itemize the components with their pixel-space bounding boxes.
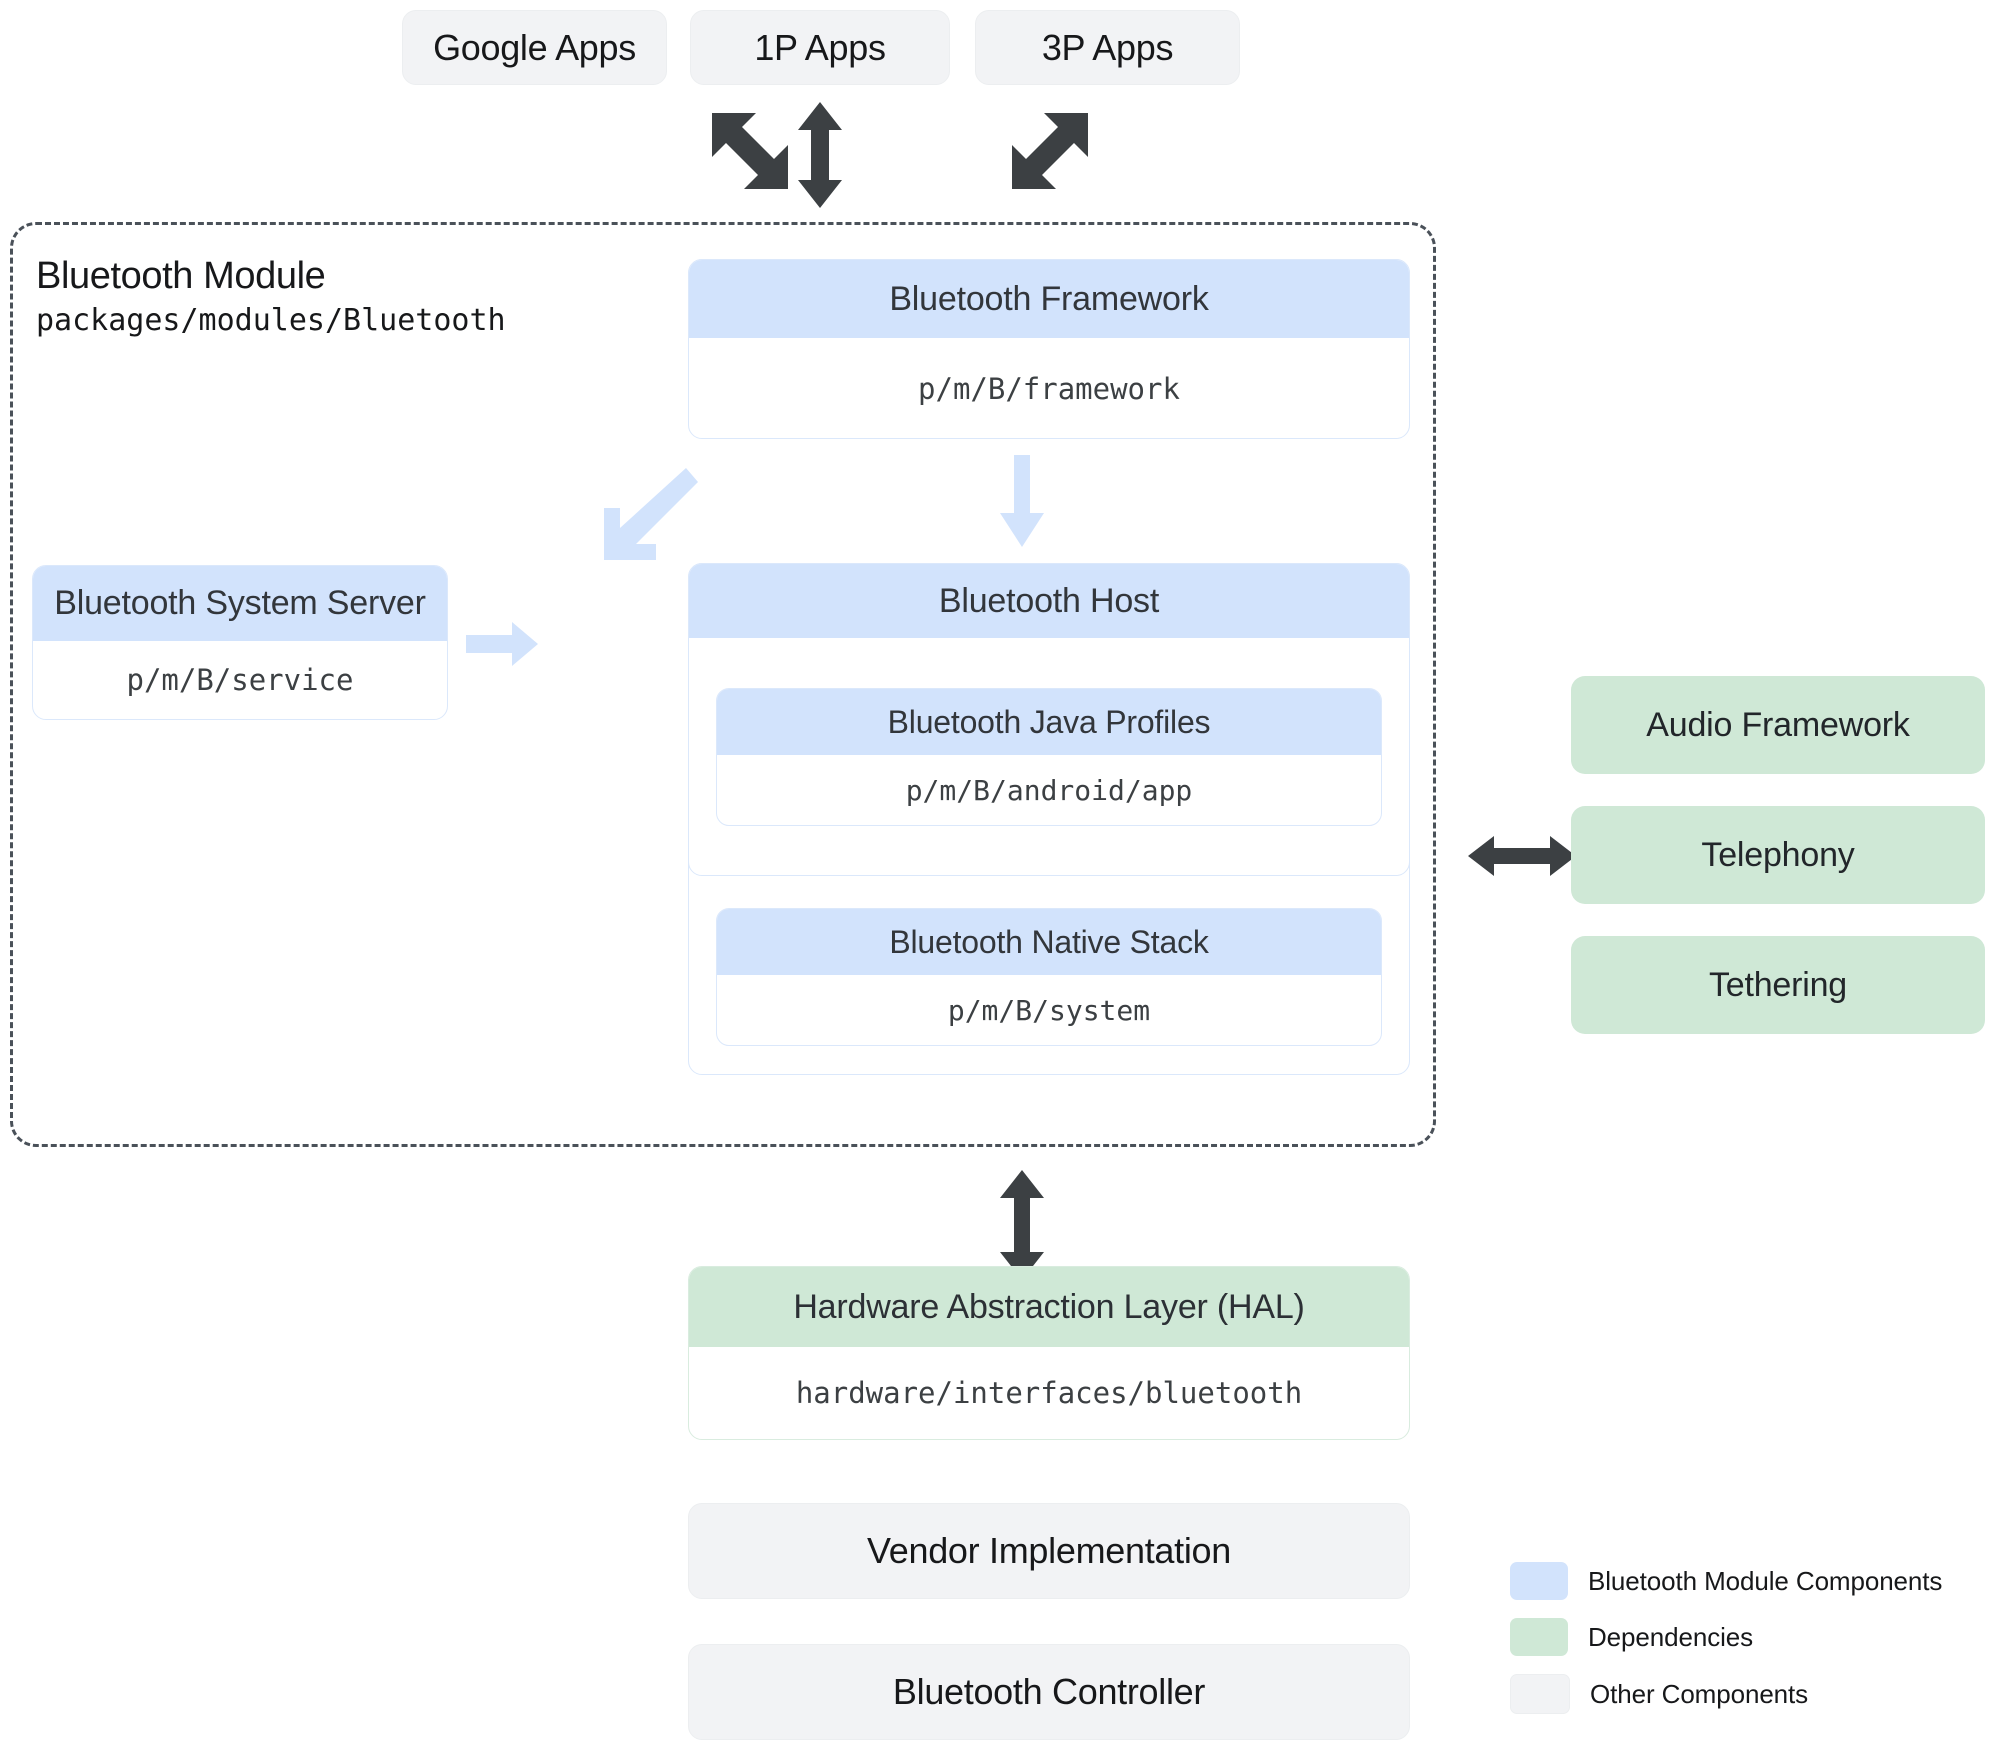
app-box-1p-apps[interactable]: 1P Apps	[690, 10, 950, 85]
arrow-module-to-hal	[1000, 1170, 1044, 1280]
dependency-box-tethering[interactable]: Tethering	[1571, 936, 1985, 1034]
module-title: Bluetooth Module	[36, 255, 326, 297]
module-path: packages/modules/Bluetooth	[36, 303, 506, 338]
card-hal[interactable]: Hardware Abstraction Layer (HAL) hardwar…	[688, 1266, 1410, 1440]
card-title: Bluetooth Java Profiles	[717, 689, 1381, 755]
box-bluetooth-controller[interactable]: Bluetooth Controller	[688, 1644, 1410, 1740]
card-title: Bluetooth Framework	[689, 260, 1409, 338]
box-label: Bluetooth Controller	[892, 1671, 1206, 1712]
arrow-3p-apps-to-framework	[1000, 105, 1140, 205]
arrow-system-server-to-host	[466, 620, 538, 668]
arrow-framework-to-host	[1000, 455, 1044, 547]
dependency-label: Tethering	[1708, 965, 1848, 1004]
legend-swatch-grey	[1510, 1674, 1570, 1714]
dependency-label: Audio Framework	[1646, 705, 1910, 744]
card-path: p/m/B/framework	[918, 371, 1180, 406]
legend-item-other-components: Other Components	[1510, 1674, 1970, 1714]
legend-label: Bluetooth Module Components	[1588, 1565, 1943, 1596]
card-title: Bluetooth Host	[689, 564, 1409, 638]
dependency-box-audio-framework[interactable]: Audio Framework	[1571, 676, 1985, 774]
card-title: Bluetooth System Server	[33, 566, 447, 641]
box-label: Vendor Implementation	[867, 1530, 1231, 1571]
app-box-label: 1P Apps	[754, 26, 886, 68]
app-box-google-apps[interactable]: Google Apps	[402, 10, 667, 85]
card-path: hardware/interfaces/bluetooth	[795, 1376, 1303, 1410]
dependency-label: Telephony	[1701, 835, 1855, 874]
dependency-box-telephony[interactable]: Telephony	[1571, 806, 1985, 904]
legend-swatch-blue	[1510, 1562, 1568, 1600]
box-vendor-implementation[interactable]: Vendor Implementation	[688, 1503, 1410, 1599]
card-bluetooth-native-stack[interactable]: Bluetooth Native Stack p/m/B/system	[716, 908, 1382, 1046]
app-box-3p-apps[interactable]: 3P Apps	[975, 10, 1240, 85]
card-path: p/m/B/android/app	[905, 773, 1193, 807]
arrow-host-to-dependencies	[1468, 830, 1576, 882]
legend-label: Other Components	[1590, 1678, 1809, 1709]
legend-item-module-components: Bluetooth Module Components	[1510, 1562, 1970, 1600]
app-box-label: Google Apps	[433, 26, 636, 68]
app-box-label: 3P Apps	[1041, 26, 1174, 68]
legend: Bluetooth Module Components Dependencies…	[1510, 1562, 1970, 1732]
card-bluetooth-java-profiles[interactable]: Bluetooth Java Profiles p/m/B/android/ap…	[716, 688, 1382, 826]
legend-label: Dependencies	[1588, 1621, 1754, 1652]
card-path: p/m/B/service	[126, 663, 354, 697]
card-bluetooth-system-server[interactable]: Bluetooth System Server p/m/B/service	[32, 565, 448, 720]
card-path: p/m/B/system	[947, 993, 1151, 1027]
card-bluetooth-framework-body: Bluetooth Framework p/m/B/framework	[688, 259, 1410, 439]
arrow-host-to-system-server	[590, 460, 700, 570]
arrow-google-apps-to-framework	[700, 105, 840, 205]
bluetooth-module-boundary	[10, 222, 1436, 1147]
legend-item-dependencies: Dependencies	[1510, 1618, 1970, 1656]
legend-swatch-green	[1510, 1618, 1568, 1656]
card-title: Bluetooth Native Stack	[717, 909, 1381, 975]
card-title: Hardware Abstraction Layer (HAL)	[689, 1267, 1409, 1347]
arrow-1p-apps-to-framework	[790, 100, 850, 210]
